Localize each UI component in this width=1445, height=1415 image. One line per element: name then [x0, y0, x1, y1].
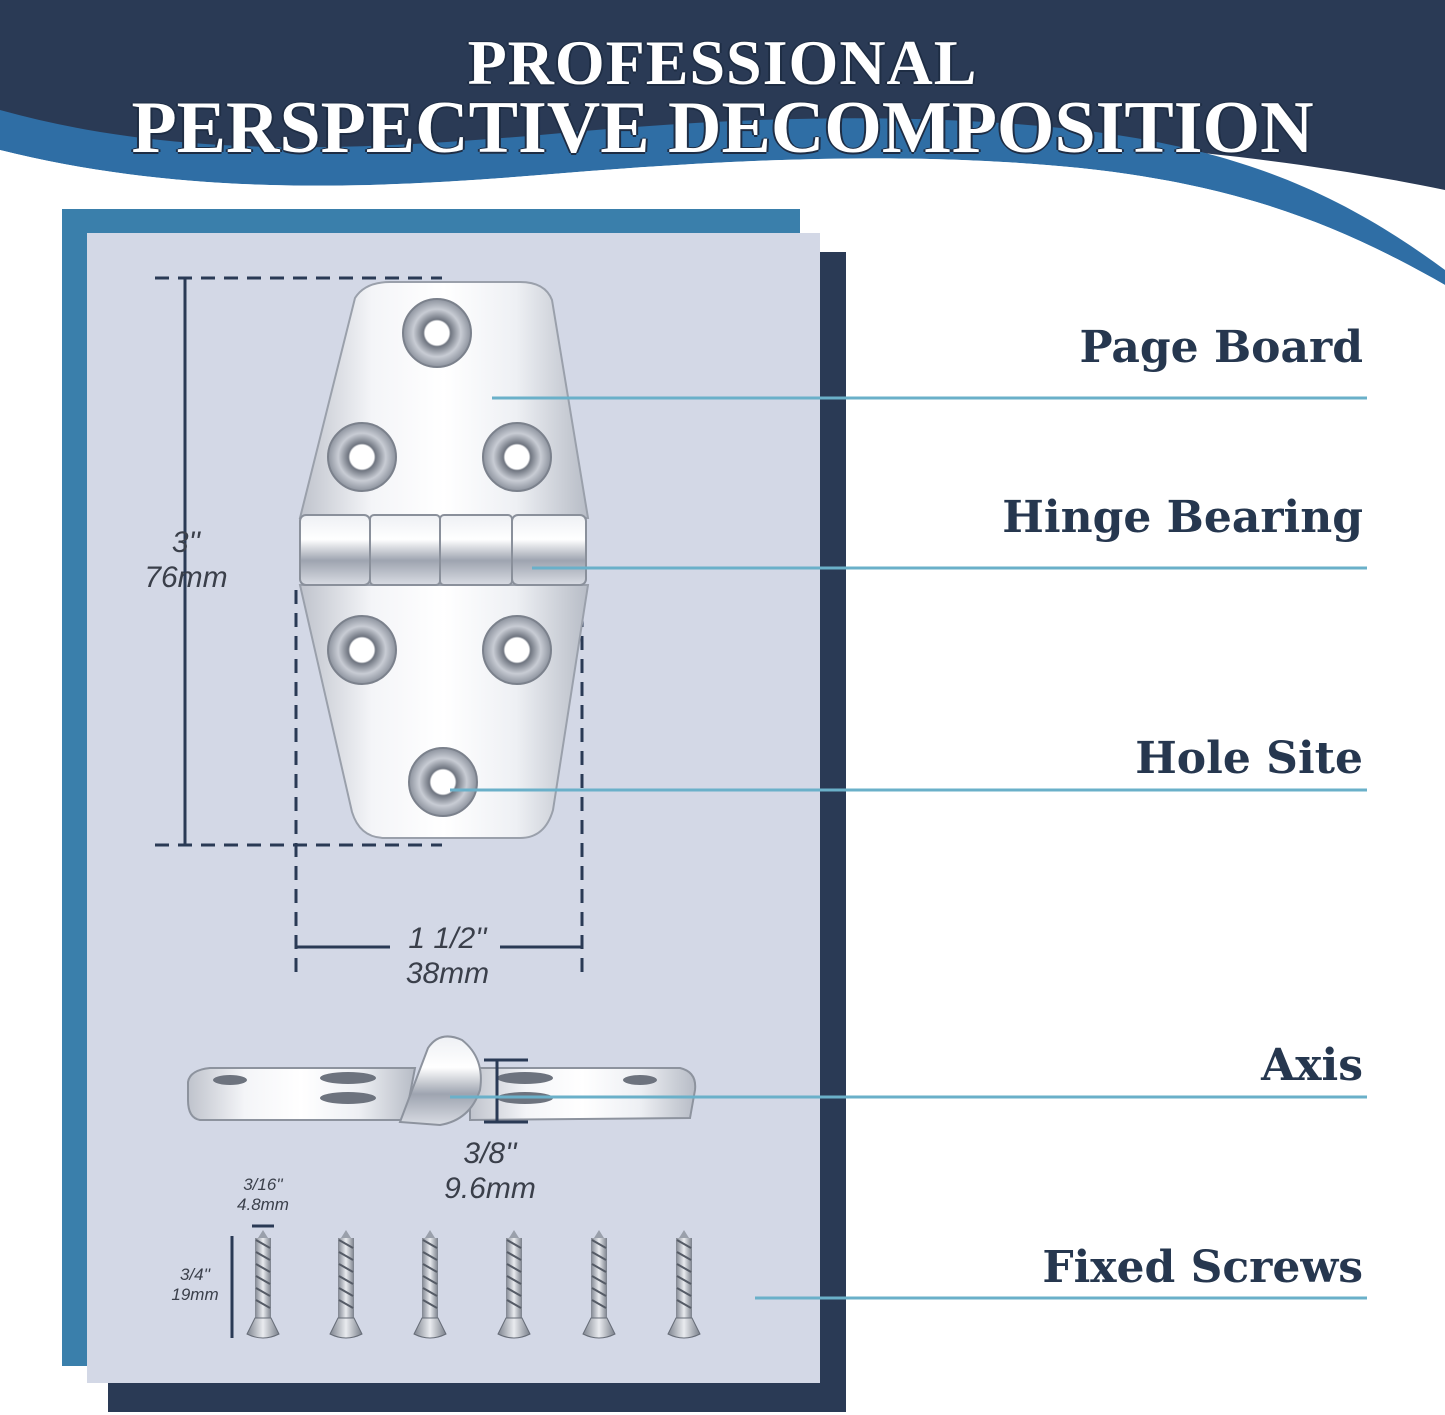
dimension-screw-diameter-mm: 4.8mm — [237, 1194, 289, 1214]
label-hinge-bearing: Hinge Bearing — [1002, 492, 1363, 543]
label-fixed-screws: Fixed Screws — [1042, 1242, 1363, 1293]
screw-holes — [327, 298, 552, 817]
label-axis: Axis — [1261, 1040, 1363, 1091]
dimension-screw-diameter-in: 3/16'' — [243, 1175, 283, 1194]
dimension-thickness-mm: 9.6mm — [444, 1171, 536, 1205]
dimension-height: 3'' 76mm — [128, 526, 244, 595]
dimension-height-mm: 76mm — [144, 560, 228, 594]
screws — [246, 1230, 701, 1339]
dimension-width-in: 1 1/2'' — [408, 922, 487, 955]
hinge-knuckles — [299, 514, 587, 586]
dimension-height-in: 3'' — [171, 526, 201, 559]
label-page-board: Page Board — [1079, 322, 1364, 373]
leader-lines — [450, 396, 1367, 1300]
dimension-screw-length: 3/4'' 19mm — [160, 1265, 230, 1304]
hinge-side-view — [187, 1035, 697, 1127]
dimension-width-mm: 38mm — [405, 956, 490, 990]
dimension-screw-length-mm: 19mm — [171, 1284, 219, 1304]
dimension-thickness-in: 3/8'' — [463, 1137, 517, 1170]
page-title-line-1: PROFESSIONAL — [467, 27, 978, 98]
dimension-screw-diameter: 3/16'' 4.8mm — [218, 1175, 308, 1214]
label-hole-site: Hole Site — [1135, 733, 1363, 784]
page-title-line-2: PERSPECTIVE DECOMPOSITION — [131, 87, 1314, 169]
header-band — [0, 0, 1445, 190]
dimension-screw-length-in: 3/4'' — [179, 1265, 211, 1284]
dimension-width: 1 1/2'' 38mm — [375, 922, 520, 991]
dimension-thickness: 3/8'' 9.6mm — [415, 1137, 565, 1206]
header-wave — [0, 110, 1445, 285]
